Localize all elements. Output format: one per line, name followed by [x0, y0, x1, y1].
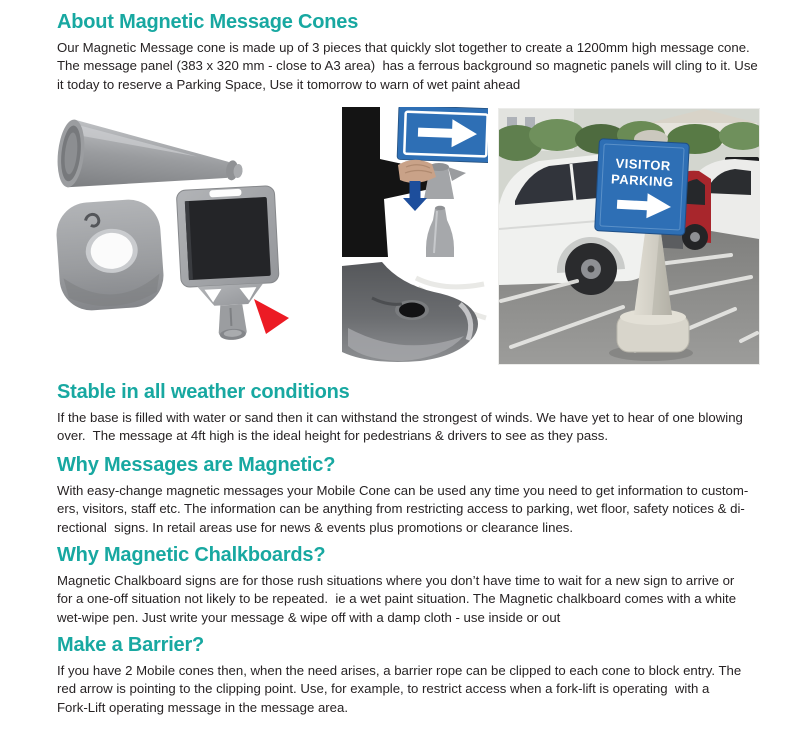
red-pointer-icon: [254, 299, 289, 334]
carry-slot: [209, 188, 242, 198]
down-arrow-icon: [403, 181, 427, 211]
parking-sign-line1: VISITOR: [615, 156, 671, 174]
body-barrier: If you have 2 Mobile cones then, when th…: [57, 663, 742, 715]
parking-sign-line2: PARKING: [611, 171, 674, 189]
cone-parts-illustration: [40, 105, 340, 370]
clip-hook: [84, 212, 101, 228]
heading-chalkboards: Why Magnetic Chalkboards?: [57, 544, 326, 566]
heading-stable: Stable in all weather conditions: [57, 381, 350, 403]
section-chalkboards: Why Magnetic Chalkboards? Magnetic Chalk…: [57, 544, 757, 627]
section-about: About Magnetic Message Cones Our Magneti…: [57, 11, 758, 94]
message-panel: [176, 185, 280, 340]
section-barrier: Make a Barrier? If you have 2 Mobile con…: [57, 634, 757, 717]
message-panel-face: [184, 197, 271, 280]
base-body: [342, 262, 478, 362]
visitor-parking-photo: VISITOR PARKING: [498, 108, 760, 365]
section-stable: Stable in all weather conditions If the …: [57, 381, 757, 446]
base-donut: [56, 199, 164, 311]
base-closeup-photo: [342, 260, 488, 368]
direction-sign: [396, 107, 488, 164]
body-magnetic: With easy-change magnetic messages your …: [57, 483, 749, 535]
cone-top: [426, 205, 454, 257]
cone-piece: [57, 119, 243, 188]
right-arrow-icon: [616, 193, 671, 219]
heading-barrier: Make a Barrier?: [57, 634, 205, 656]
heading-about: About Magnetic Message Cones: [57, 11, 359, 33]
person-silhouette: [342, 107, 430, 257]
sign-assembly-photo: [342, 107, 488, 257]
hand: [398, 159, 436, 183]
body-about: Our Magnetic Message cone is made up of …: [57, 40, 758, 92]
section-magnetic: Why Messages are Magnetic? With easy-cha…: [57, 454, 757, 537]
cone-socket-hole: [399, 302, 425, 318]
heading-magnetic: Why Messages are Magnetic?: [57, 454, 336, 476]
right-arrow-icon: [417, 119, 477, 148]
body-chalkboards: Magnetic Chalkboard signs are for those …: [57, 573, 737, 625]
visitor-parking-sign: VISITOR PARKING: [594, 138, 690, 236]
body-stable: If the base is filled with water or sand…: [57, 410, 743, 444]
